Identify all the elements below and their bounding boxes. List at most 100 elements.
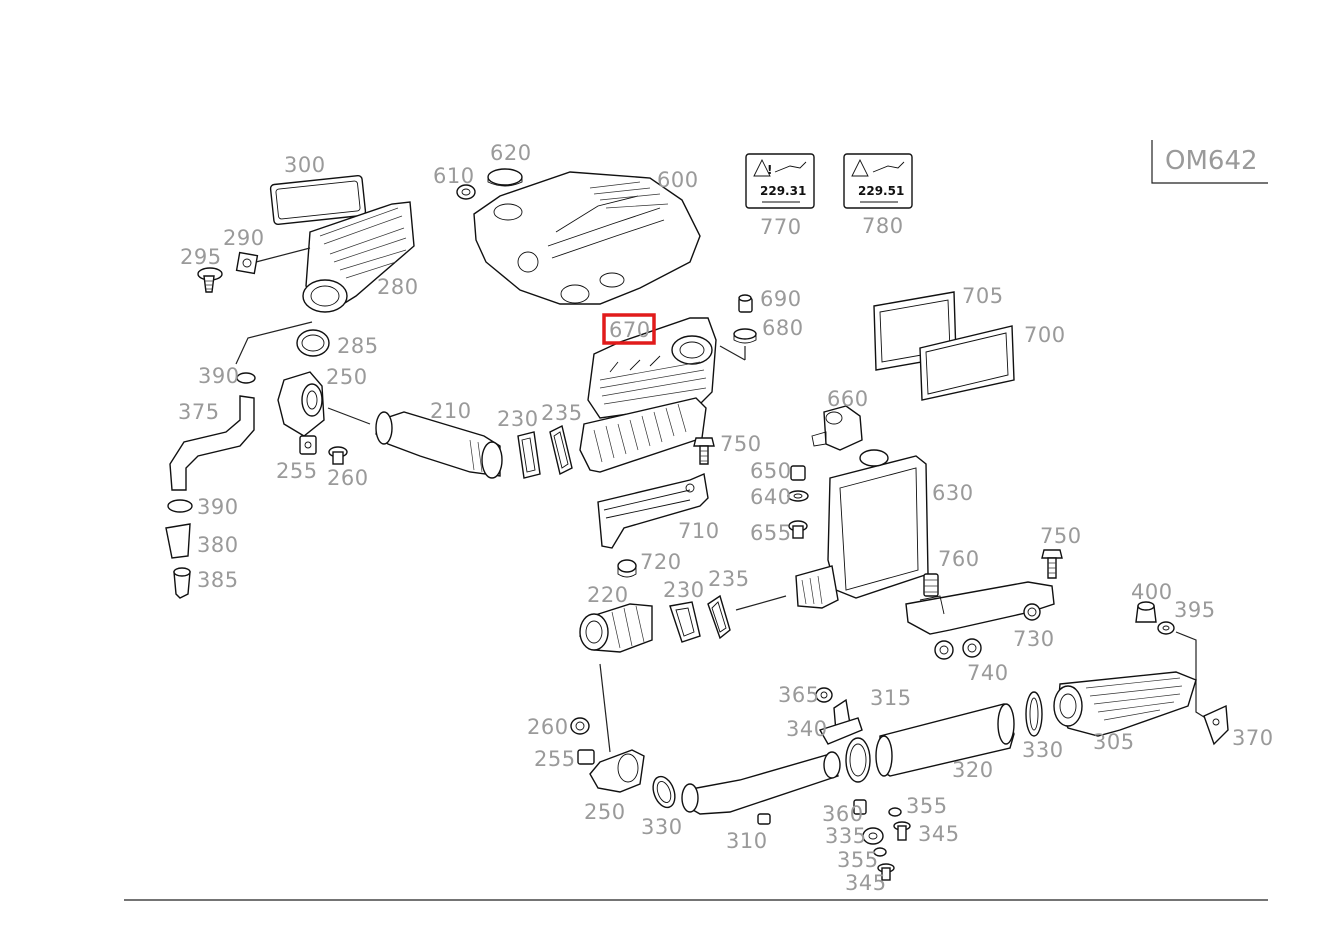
callout-220[interactable]: 220	[587, 583, 629, 607]
part-260-sensor-upper	[328, 446, 348, 465]
part-310-charge-tube	[681, 751, 841, 825]
callout-690[interactable]: 690	[760, 287, 802, 311]
callout-660[interactable]: 660	[827, 387, 869, 411]
part-380-hose-piece	[165, 523, 191, 559]
callout-250-upper[interactable]: 250	[326, 365, 368, 389]
callout-315[interactable]: 315	[870, 686, 912, 710]
part-330-clamp-right	[1025, 691, 1043, 737]
callout-770[interactable]: 770	[760, 215, 802, 239]
callout-630[interactable]: 630	[932, 481, 974, 505]
callout-720[interactable]: 720	[640, 550, 682, 574]
part-230-seal-upper	[517, 431, 541, 479]
engine-code: OM642	[1165, 146, 1258, 176]
part-295-screw	[197, 267, 223, 293]
callout-235-lower[interactable]: 235	[708, 567, 750, 591]
callout-650[interactable]: 650	[750, 459, 792, 483]
callout-330-right[interactable]: 330	[1022, 738, 1064, 762]
part-400-grommet	[1135, 601, 1157, 623]
callout-230-upper[interactable]: 230	[497, 407, 539, 431]
callout-655[interactable]: 655	[750, 521, 792, 545]
part-370-bracket	[1203, 704, 1229, 746]
callout-610[interactable]: 610	[433, 164, 475, 188]
part-330-clamp-left	[652, 775, 676, 809]
callout-390-lower[interactable]: 390	[197, 495, 239, 519]
callout-330-left[interactable]: 330	[641, 815, 683, 839]
callout-375[interactable]: 375	[178, 400, 220, 424]
callout-670[interactable]: 670	[609, 318, 651, 342]
callout-365[interactable]: 365	[778, 683, 820, 707]
part-385-cap	[173, 567, 191, 599]
callout-710[interactable]: 710	[678, 519, 720, 543]
callout-385[interactable]: 385	[197, 568, 239, 592]
callout-360[interactable]: 360	[822, 802, 864, 826]
part-290-clip	[235, 251, 259, 275]
callout-235-upper[interactable]: 235	[541, 401, 583, 425]
callout-305[interactable]: 305	[1093, 730, 1135, 754]
callout-labels: 300 290 295 280 610 620 600 770 780 690 …	[178, 141, 1274, 895]
callout-390-upper[interactable]: 390	[198, 364, 240, 388]
callout-295[interactable]: 295	[180, 245, 222, 269]
callout-345-upper[interactable]: 345	[918, 822, 960, 846]
callout-680[interactable]: 680	[762, 316, 804, 340]
callout-290[interactable]: 290	[223, 226, 265, 250]
part-335-bushing	[862, 827, 884, 845]
part-235-seal-lower	[707, 594, 787, 640]
callout-600[interactable]: 600	[657, 168, 699, 192]
highlight-box-670	[602, 313, 656, 345]
callout-260-lower[interactable]: 260	[527, 715, 569, 739]
callout-750-upper[interactable]: 750	[720, 432, 762, 456]
part-250-throttle-upper	[277, 371, 325, 437]
callout-345-lower[interactable]: 345	[845, 871, 887, 895]
callout-300[interactable]: 300	[284, 153, 326, 177]
warning-label-780-spec: 229.51	[858, 184, 904, 198]
callout-730[interactable]: 730	[1013, 627, 1055, 651]
callout-320[interactable]: 320	[952, 758, 994, 782]
callout-370[interactable]: 370	[1232, 726, 1274, 750]
warning-label-770-spec: 229.31	[760, 184, 806, 198]
part-620-cap	[487, 168, 523, 187]
part-710-bracket	[597, 473, 709, 549]
callout-740[interactable]: 740	[967, 661, 1009, 685]
callout-355-lower[interactable]: 355	[837, 848, 879, 872]
callout-700[interactable]: 700	[1024, 323, 1066, 347]
callout-640[interactable]: 640	[750, 485, 792, 509]
part-255-clip-lower	[577, 749, 595, 765]
part-345-bolt-lower	[877, 863, 895, 881]
callout-260-upper[interactable]: 260	[327, 466, 369, 490]
part-305-intake-duct	[1053, 671, 1197, 737]
callout-620[interactable]: 620	[490, 141, 532, 165]
callout-280[interactable]: 280	[377, 275, 419, 299]
callout-400[interactable]: 400	[1131, 580, 1173, 604]
part-750-bolt-right	[1041, 549, 1063, 579]
part-640-grommet	[787, 490, 809, 502]
part-660-sensor	[811, 405, 863, 451]
callout-355-upper[interactable]: 355	[906, 794, 948, 818]
callout-780[interactable]: 780	[862, 214, 904, 238]
callout-285[interactable]: 285	[337, 334, 379, 358]
part-300-gasket	[269, 174, 367, 226]
part-230-seal-lower	[669, 601, 701, 643]
callout-705[interactable]: 705	[962, 284, 1004, 308]
part-250-throttle-lower	[589, 749, 645, 793]
callout-340[interactable]: 340	[786, 717, 828, 741]
part-680-grommet	[719, 328, 757, 361]
callout-250-lower[interactable]: 250	[584, 800, 626, 824]
part-255-clip-upper	[299, 435, 317, 455]
callout-750-right[interactable]: 750	[1040, 524, 1082, 548]
callout-380[interactable]: 380	[197, 533, 239, 557]
callout-255-upper[interactable]: 255	[276, 459, 318, 483]
callout-255-lower[interactable]: 255	[534, 747, 576, 771]
part-375-vent-hose	[169, 395, 255, 491]
part-280-air-duct	[255, 201, 415, 313]
callout-310[interactable]: 310	[726, 829, 768, 853]
part-210-hose	[327, 407, 503, 479]
callout-210[interactable]: 210	[430, 399, 472, 423]
callout-395[interactable]: 395	[1174, 598, 1216, 622]
callout-230-lower[interactable]: 230	[663, 578, 705, 602]
callout-335[interactable]: 335	[825, 824, 867, 848]
part-655-bolt	[788, 520, 808, 539]
part-750-bolt-upper	[693, 437, 715, 465]
part-345-bolt-upper	[893, 821, 911, 841]
callout-760[interactable]: 760	[938, 547, 980, 571]
